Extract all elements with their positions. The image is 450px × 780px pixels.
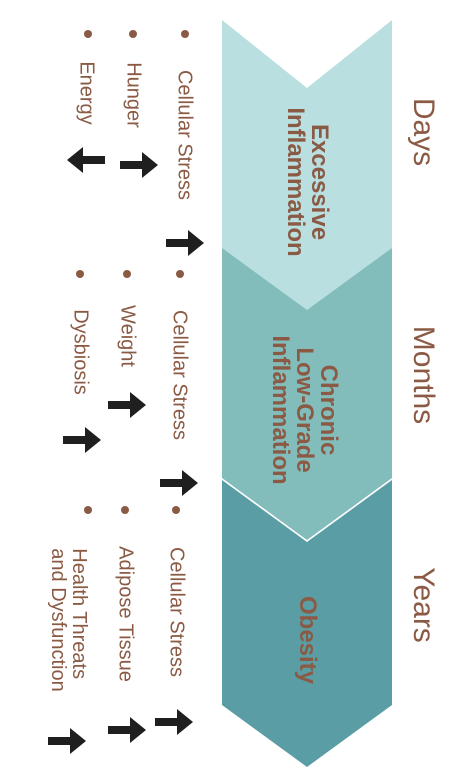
factor-health-threats-and-dysfunction: Health Threats and Dysfunction [47,548,90,692]
stage-chevron-years [222,480,392,767]
period-label-years: Years [407,567,440,643]
arrow-up-icon [120,152,158,178]
stage-chevron-days [222,20,392,312]
stage-chevron-months [222,248,392,540]
stage-label-obesity: Obesity [294,595,321,685]
bullet [121,506,129,514]
stage-label-chronic-low-grade-inflammation: Chronic Low-Grade Inflammation [267,335,342,485]
factor-cellular-stress-months: Cellular Stress [168,309,191,441]
arrow-down-icon [67,147,105,173]
factor-cellular-stress-days: Cellular Stress [173,69,196,201]
factor-energy: Energy [75,61,98,125]
factor-weight: Weight [116,305,139,367]
arrow-up-icon [108,717,146,743]
arrow-up-icon [108,392,146,418]
period-label-months: Months [407,325,440,425]
factor-cellular-stress-years: Cellular Stress [165,546,188,678]
arrow-up-icon [155,709,193,735]
bullet [176,270,184,278]
arrow-up-icon [48,728,86,754]
bullet [172,506,180,514]
arrow-up-icon [63,427,101,453]
bullet [84,506,92,514]
arrow-up-icon [166,230,204,256]
bullet [76,270,84,278]
factor-hunger: Hunger [122,62,145,128]
arrow-up-icon [160,470,198,496]
bullet [84,30,92,38]
bullet [129,30,137,38]
bullet [123,270,131,278]
bullet [181,30,189,38]
stage-label-excessive-inflammation: Excessive Inflammation [282,107,333,257]
period-label-days: Days [407,97,440,167]
factor-adipose-tissue: Adipose Tissue [114,546,137,682]
factor-dysbiosis: Dysbiosis [69,309,92,395]
